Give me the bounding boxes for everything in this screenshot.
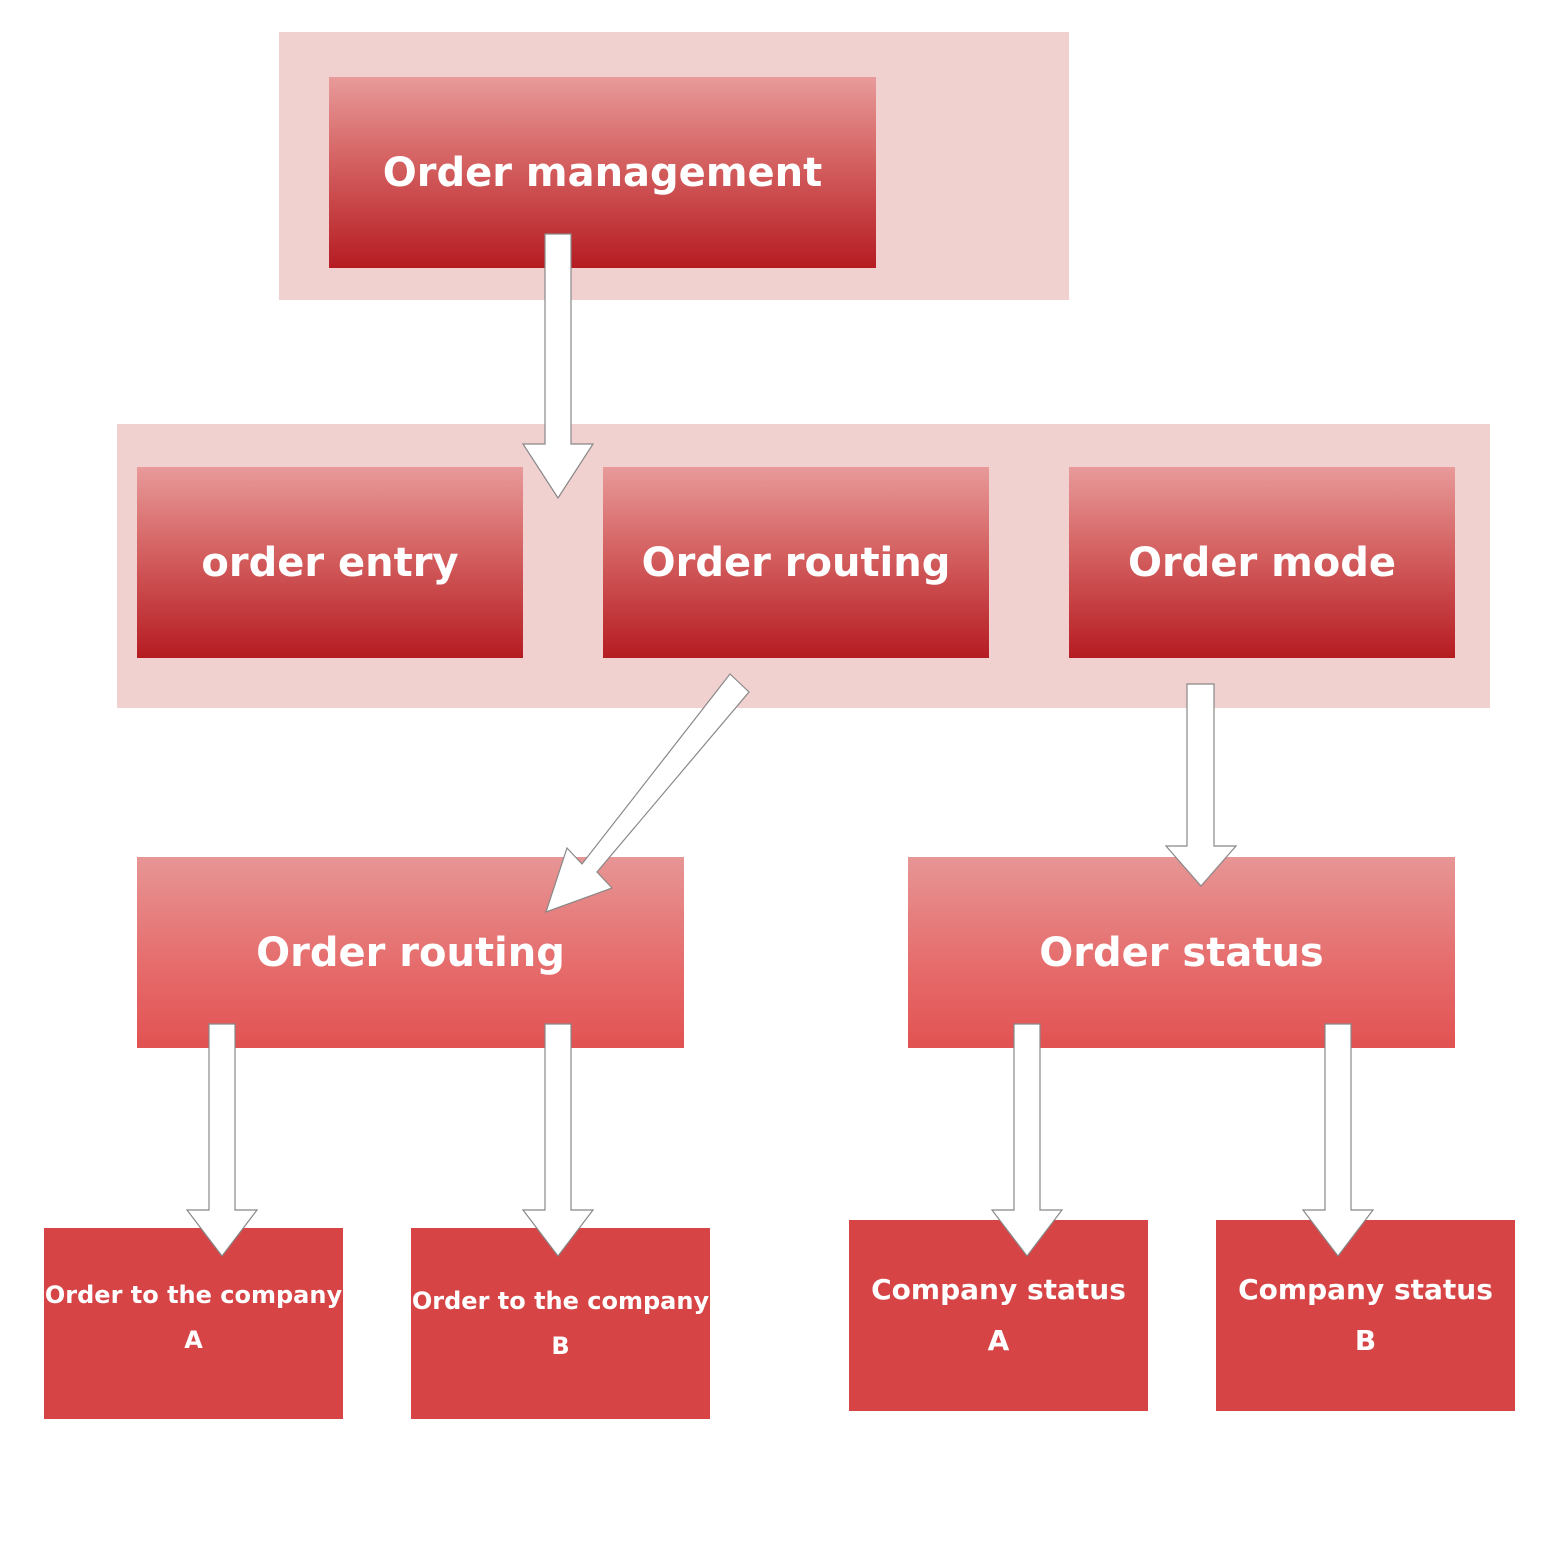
arrow-mode-to-status bbox=[1164, 683, 1238, 887]
order-to-company-b-line1: Order to the company bbox=[411, 1287, 710, 1316]
order-mode-box: Order mode bbox=[1069, 467, 1455, 658]
order-routing-label-level3: Order routing bbox=[256, 929, 565, 976]
company-status-b-line2: B bbox=[1354, 1323, 1377, 1357]
order-to-company-b-box: Order to the company B bbox=[411, 1228, 710, 1419]
order-entry-box: order entry bbox=[137, 467, 523, 658]
company-status-a-line2: A bbox=[987, 1323, 1010, 1357]
order-routing-label-level2: Order routing bbox=[641, 539, 951, 586]
company-status-a-line1: Company status bbox=[871, 1273, 1126, 1307]
order-management-box: Order management bbox=[329, 77, 876, 268]
order-management-label: Order management bbox=[382, 149, 823, 196]
order-status-label: Order status bbox=[1039, 929, 1324, 976]
order-mode-label: Order mode bbox=[1127, 539, 1397, 586]
arrow-routing-to-company-a bbox=[185, 1023, 259, 1257]
order-to-company-a-line2: A bbox=[184, 1325, 203, 1354]
company-status-a-box: Company status A bbox=[849, 1220, 1148, 1411]
order-to-company-a-line1: Order to the company bbox=[44, 1281, 343, 1310]
company-status-b-box: Company status B bbox=[1216, 1220, 1515, 1411]
order-to-company-a-box: Order to the company A bbox=[44, 1228, 343, 1419]
order-routing-box-level2: Order routing bbox=[603, 467, 989, 658]
order-status-box: Order status bbox=[908, 857, 1455, 1048]
order-entry-label: order entry bbox=[201, 539, 459, 586]
arrow-routing-to-company-b bbox=[521, 1023, 595, 1257]
company-status-b-line1: Company status bbox=[1238, 1273, 1493, 1307]
order-to-company-b-line2: B bbox=[551, 1331, 570, 1360]
order-routing-box-level3: Order routing bbox=[137, 857, 684, 1048]
